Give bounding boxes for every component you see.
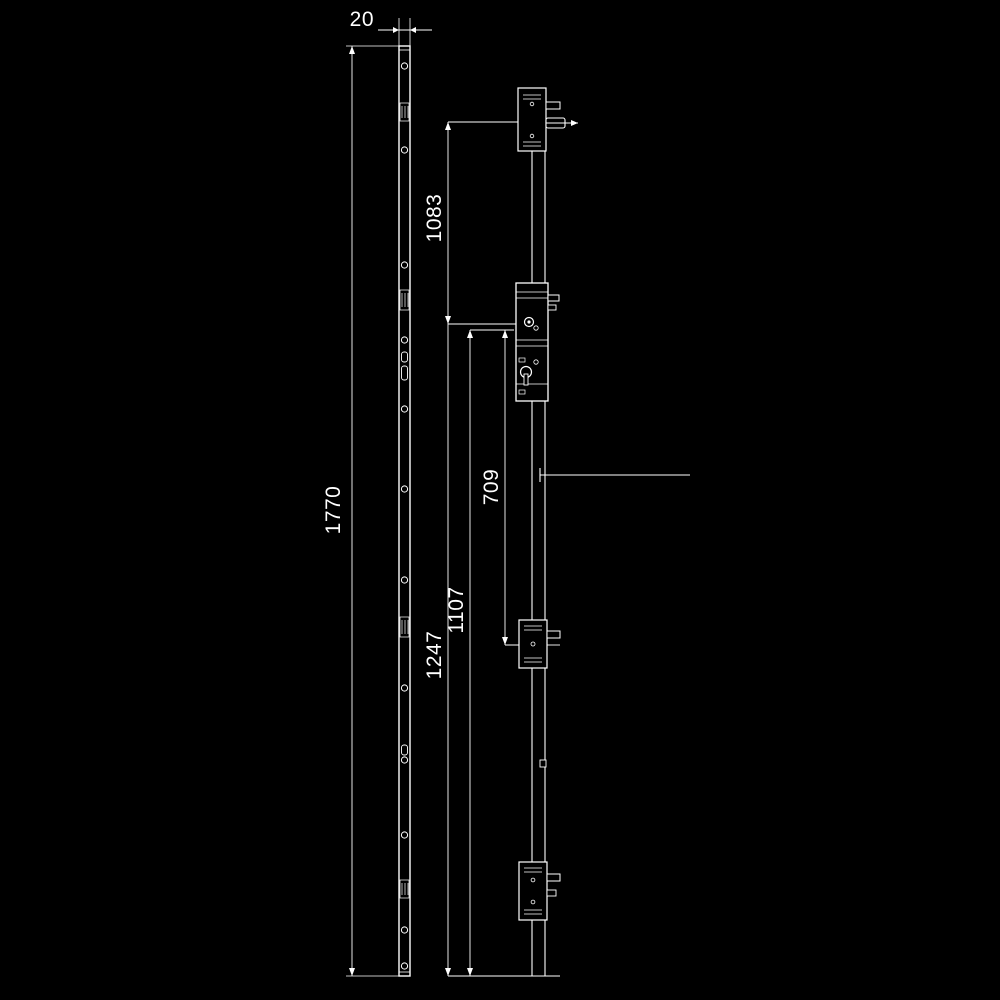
dimension-label-total: 1770 xyxy=(322,486,345,535)
top-lock-case xyxy=(517,87,578,152)
dimension-label-handle: 709 xyxy=(480,469,503,506)
faceplate-holes xyxy=(400,62,409,970)
dimension-mid-1107: 1107 xyxy=(445,329,514,976)
lock-body-rail xyxy=(531,88,546,977)
intermediate-keep xyxy=(539,759,547,768)
main-gearbox-case xyxy=(515,282,560,402)
dimension-label-lower: 1247 xyxy=(423,631,446,680)
middle-lock-case xyxy=(518,619,561,669)
bottom-lock-case xyxy=(518,861,561,921)
dimension-upper-1083: 1083 xyxy=(423,121,522,325)
dimension-label-mid: 1107 xyxy=(445,586,468,633)
faceplate-strip xyxy=(398,45,411,977)
faceplate-marking-blocks xyxy=(399,102,410,899)
dimension-total-1770: 1770 xyxy=(322,45,399,977)
dimension-label-upper: 1083 xyxy=(423,194,446,243)
dimension-width-20: 20 xyxy=(350,8,432,46)
handle-leader-line xyxy=(539,468,690,482)
dimension-label-width: 20 xyxy=(350,8,374,31)
faceplate-slots xyxy=(401,351,408,756)
